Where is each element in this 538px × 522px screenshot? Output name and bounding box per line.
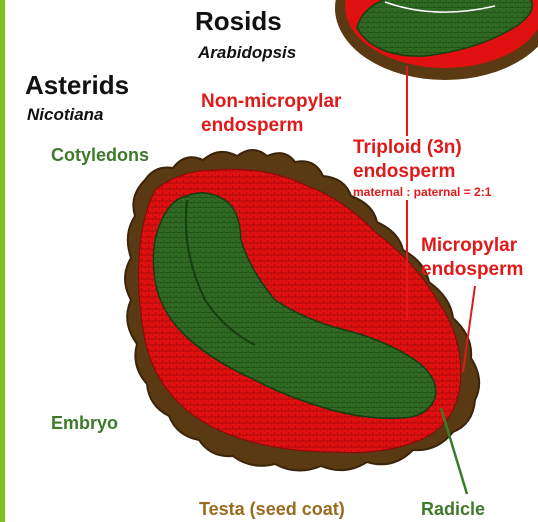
triploid-label-line1: Triploid (3n) [353,138,462,158]
embryo-label: Embryo [51,414,118,433]
asterids-species: Nicotiana [27,106,104,124]
rosids-seed [335,0,538,80]
rosids-species: Arabidopsis [198,44,296,62]
non-micropylar-label-line1: Non-micropylar [201,92,341,112]
triploid-ratio: maternal : paternal = 2:1 [353,186,491,199]
triploid-label-line2: endosperm [353,162,455,182]
testa-label: Testa (seed coat) [199,500,345,519]
cotyledons-label: Cotyledons [51,146,149,165]
micropylar-label-line1: Micropylar [421,236,517,256]
radicle-label: Radicle [421,500,485,519]
micropylar-label-line2: endosperm [421,260,523,280]
rosids-title: Rosids [195,8,282,35]
non-micropylar-label-line2: endosperm [201,116,303,136]
asterids-title: Asterids [25,72,129,99]
